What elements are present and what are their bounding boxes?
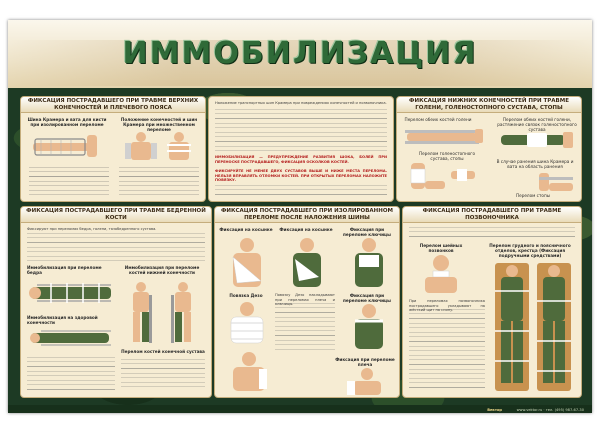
caption: Фиксация на косынке: [279, 227, 333, 232]
caption: Фиксация при переломе ключицы: [343, 293, 391, 303]
sling-figure-3: [355, 238, 383, 287]
publisher-logo: Вектор: [487, 408, 502, 412]
caption: Положение конечностей и шин Крамера при …: [120, 117, 198, 132]
header-band: [8, 40, 592, 86]
caption: Иммобилизация на здоровой конечности: [27, 315, 98, 325]
sling-figure-1: [232, 238, 262, 287]
intro-text: Наложение транспортных шин Крамера при п…: [215, 101, 387, 105]
shoulder-splint-figure: [347, 368, 381, 395]
deso-bandage-figure: [230, 302, 264, 344]
caption: Фиксация при переломе ключицы: [343, 227, 391, 237]
panel-title: ФИКСАЦИЯ ПОСТРАДАВШЕГО ПРИ ТРАВМЕ БЕДРЕН…: [21, 207, 211, 223]
caption: Перелом шейных позвонков: [419, 243, 463, 253]
leg-bandage-illustration: [501, 132, 573, 148]
ankle-illustration: [410, 163, 475, 189]
torso-splint-illustration: [125, 132, 191, 160]
page-title: ИММОБИЛИЗАЦИЯ: [122, 36, 478, 71]
caption: В случае ранения шина Крамера и вата на …: [496, 159, 574, 169]
shoulder-figure: [233, 352, 267, 391]
sling-figure-2: [293, 238, 321, 287]
caption: Перелом обеих костей голени: [404, 117, 472, 122]
arm-splint-illustration: [33, 135, 97, 157]
stretcher-splint-illustration: [29, 283, 111, 303]
board-figures-illustration: [495, 263, 571, 391]
caption: Перелом стопы: [515, 193, 551, 198]
panel-femur: ФИКСАЦИЯ ПОСТРАДАВШЕГО ПРИ ТРАВМЕ БЕДРЕН…: [20, 206, 212, 398]
poster-header: ИММОБИЛИЗАЦИЯ: [8, 20, 592, 88]
lying-soldier-illustration: [30, 330, 111, 346]
caption: Перелом грудного и поясничного отделов, …: [489, 243, 571, 258]
poster: ИММОБИЛИЗАЦИЯ ФИКСАЦИЯ ПОСТРАДАВШЕГО ПРИ…: [8, 20, 592, 413]
footer: Вектор www.vektor.ru · тел. (495) 987-67…: [8, 405, 592, 413]
intro-text: Фиксируют при переломах бедра, голени, т…: [27, 227, 157, 231]
body-text: [215, 185, 387, 197]
panel-spine: ФИКСАЦИЯ ПОСТРАДАВШЕГО ПРИ ТРАВМЕ ПОЗВОН…: [402, 206, 582, 398]
panel-text: [29, 167, 109, 195]
caption: Фиксация на косынке: [219, 227, 273, 232]
panel-collarbone: ФИКСАЦИЯ ПОСТРАДАВШЕГО ПРИ ИЗОЛИРОВАННОМ…: [214, 206, 400, 398]
panel-title: ФИКСАЦИЯ ПОСТРАДАВШЕГО ПРИ ТРАВМЕ ВЕРХНИ…: [21, 97, 205, 113]
warning-text: ИММОБИЛИЗАЦИЯ — ПРЕДУПРЕЖДЕНИЕ РАЗВИТИЯ …: [215, 155, 387, 164]
caption: Иммобилизация при переломе бедра: [27, 265, 102, 275]
panel-upper-limb: ФИКСАЦИЯ ПОСТРАДАВШЕГО ПРИ ТРАВМЕ ВЕРХНИ…: [20, 96, 206, 202]
body-text: [409, 227, 575, 241]
caption: Фиксация при переломе плеча: [335, 357, 395, 367]
body-text: [409, 309, 485, 389]
panel-title: ФИКСАЦИЯ НИЖНИХ КОНЕЧНОСТЕЙ ПРИ ТРАВМЕ Г…: [397, 97, 581, 113]
caption: Иммобилизация при переломе костей нижней…: [124, 265, 200, 275]
caption: Шина Крамера и вата для кисти при изолир…: [27, 117, 107, 127]
leg-splint-illustration: [405, 129, 483, 144]
body-text: [215, 109, 387, 151]
publisher-contacts: www.vektor.ru · тел. (495) 987-67-30: [516, 408, 584, 412]
panel-text: [119, 167, 199, 195]
neck-collar-figure: [425, 255, 457, 293]
standing-figures-illustration: [133, 282, 191, 343]
collarbone-figure: [355, 304, 383, 349]
caption: Перелом голеностопного сустава, стопы: [418, 151, 476, 161]
caption: Перелом обеих костей голени, растяжение …: [497, 117, 577, 132]
body-text: [121, 359, 205, 391]
panel-title: ФИКСАЦИЯ ПОСТРАДАВШЕГО ПРИ ТРАВМЕ ПОЗВОН…: [403, 207, 581, 223]
panel-title: ФИКСАЦИЯ ПОСТРАДАВШЕГО ПРИ ИЗОЛИРОВАННОМ…: [215, 207, 399, 223]
body-text: [27, 233, 205, 263]
body-text: [275, 303, 335, 353]
panel-lower-limb: ФИКСАЦИЯ НИЖНИХ КОНЕЧНОСТЕЙ ПРИ ТРАВМЕ Г…: [396, 96, 582, 202]
caption: Повязка Дезо: [229, 293, 263, 298]
panel-general-rules: Наложение транспортных шин Крамера при п…: [208, 96, 394, 202]
caption: Перелом костей конечной сустава: [121, 349, 205, 354]
warning-text: ФИКСИРУЙТЕ НЕ МЕНЕЕ ДВУХ СУСТАВОВ ВЫШЕ И…: [215, 169, 387, 183]
body-text: [27, 357, 115, 391]
foot-splint-illustration: [539, 173, 573, 191]
